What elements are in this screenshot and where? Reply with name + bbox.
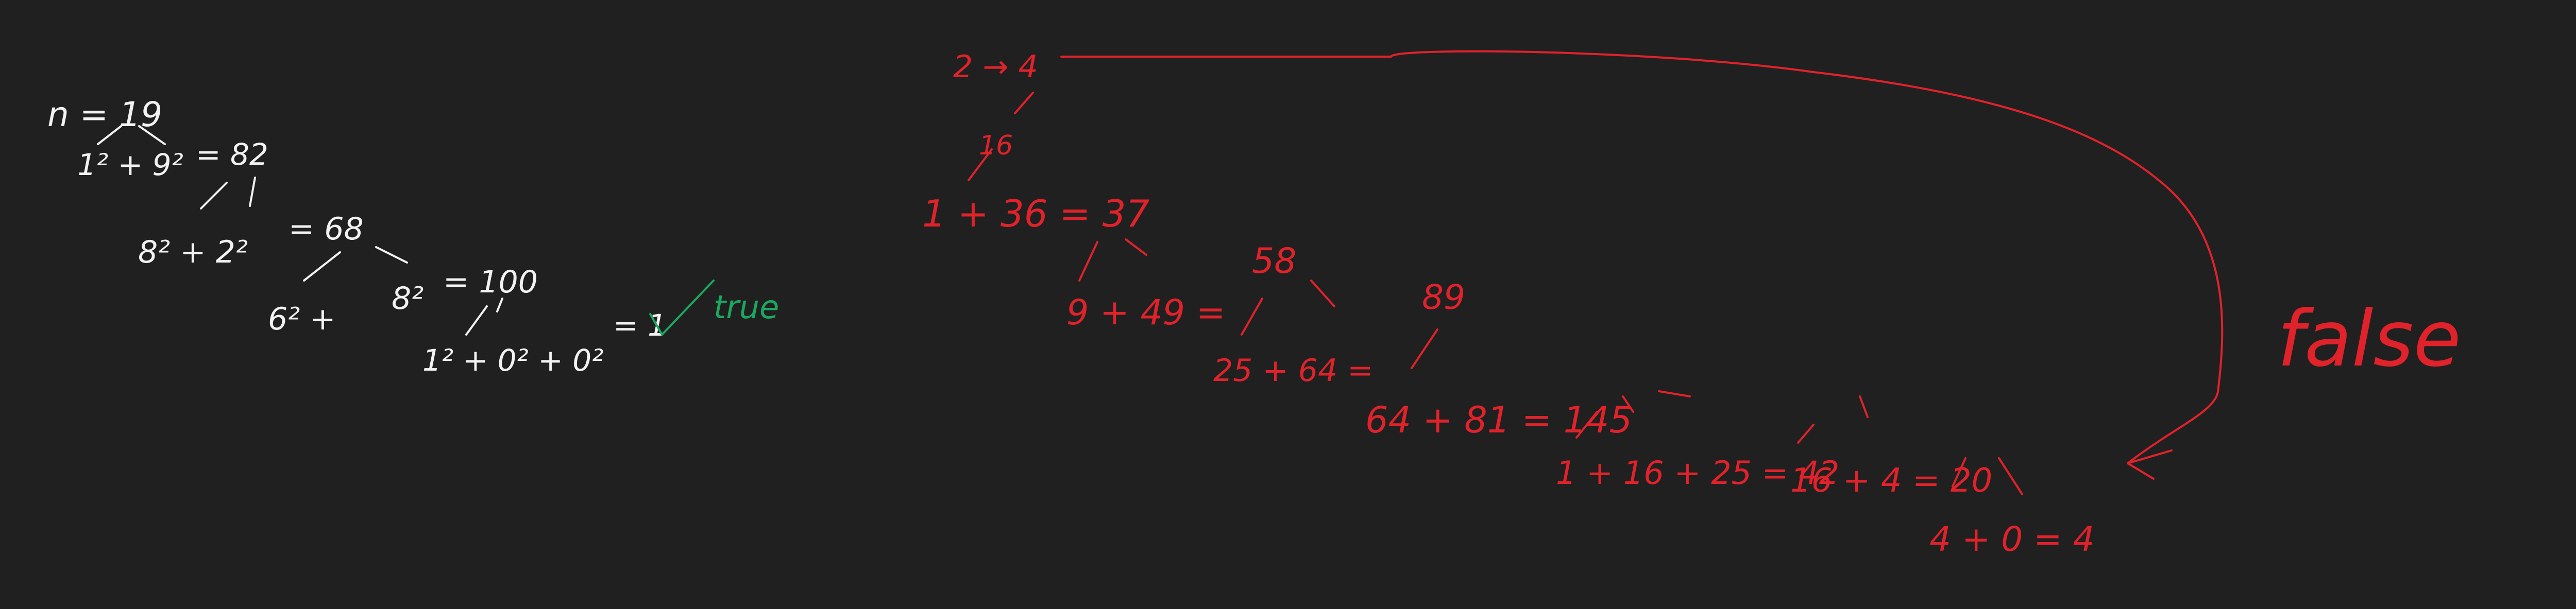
step-25-64-rhs: 89 <box>1422 277 1465 317</box>
step-16-4-20: 16 + 4 = 20 <box>1790 462 1992 500</box>
step3-rhs: = 100 <box>443 264 538 300</box>
step1-rhs: = 82 <box>196 137 268 172</box>
value-16: 16 <box>979 130 1013 161</box>
branch-lines <box>1411 328 1438 369</box>
step-9-49-rhs: 58 <box>1252 241 1297 282</box>
step1-lhs: 1² + 9² <box>77 147 183 182</box>
step-25-64-lhs: 25 + 64 = <box>1213 353 1373 389</box>
happy-number-trace-19: n = 19 1² + 9² = 82 8² + 2² = 68 6² + 8²… <box>47 95 779 378</box>
start-2-to-4: 2 → 4 <box>953 49 1038 85</box>
label-n-19: n = 19 <box>47 95 162 134</box>
branch-lines <box>303 246 408 282</box>
step4-rhs: = 1 <box>613 308 667 343</box>
check-mark-icon <box>649 280 715 336</box>
branch-lines <box>1575 390 1691 439</box>
branch-lines <box>200 177 256 210</box>
branch-lines <box>968 92 1034 181</box>
branch-lines <box>1952 457 2023 495</box>
step-4-0-4: 4 + 0 = 4 <box>1929 519 2095 559</box>
result-false: false <box>2277 294 2461 384</box>
cycle-arrow <box>1060 50 2224 480</box>
step4: 1² + 0² + 0² <box>422 343 603 378</box>
step-1-16-25-42: 1 + 16 + 25 = 42 <box>1556 454 1839 492</box>
unhappy-number-trace-2: 2 → 4 16 1 + 36 = 37 9 + 49 = 58 25 + 64… <box>922 49 2461 559</box>
branch-lines <box>1241 280 1335 336</box>
step3-lhs: 6² + <box>268 301 336 337</box>
step3-mid: 8² <box>392 281 423 317</box>
branch-lines <box>97 125 166 145</box>
step-9-49-lhs: 9 + 49 = <box>1066 292 1226 333</box>
step-1-36-37: 1 + 36 = 37 <box>922 192 1149 235</box>
branch-lines <box>1078 238 1147 282</box>
step-64-81-145: 64 + 81 = 145 <box>1365 399 1632 441</box>
step2-rhs: = 68 <box>289 211 364 247</box>
branch-lines <box>465 298 503 336</box>
branch-lines <box>1797 395 1869 444</box>
result-true: true <box>714 288 779 326</box>
step2-lhs: 8² + 2² <box>138 234 248 270</box>
